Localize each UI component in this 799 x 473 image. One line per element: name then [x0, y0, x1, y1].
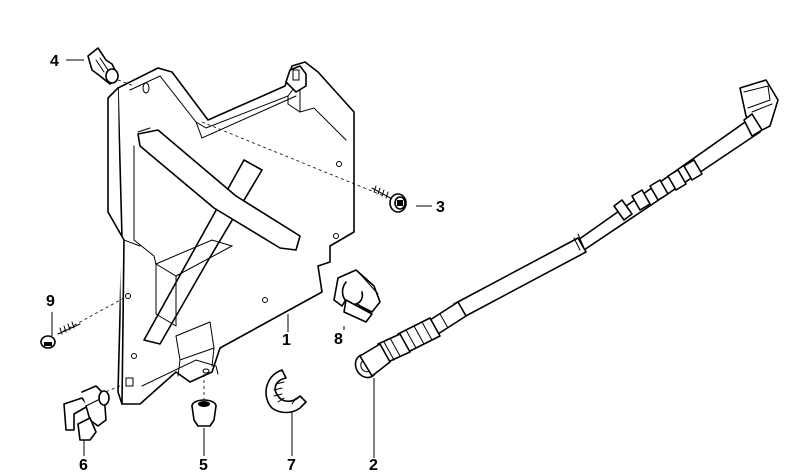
callout-6: 6 [79, 457, 88, 473]
callout-4: 4 [50, 53, 59, 70]
screw-washer-part-3[interactable] [201, 121, 407, 213]
callout-7: 7 [287, 457, 296, 473]
bracket-plate-part-1[interactable] [107, 61, 355, 405]
callout-5: 5 [199, 457, 208, 473]
clip-holder-part-6[interactable] [63, 385, 121, 441]
cable-corrugations [613, 159, 703, 221]
callout-1: 1 [282, 332, 291, 349]
callout-8: 8 [334, 331, 343, 348]
grommet-part-5[interactable] [191, 374, 217, 427]
cable-holder-part-8[interactable] [333, 269, 381, 323]
callout-2: 2 [369, 457, 378, 473]
leader-lines [51, 59, 432, 458]
screw-part-9[interactable] [40, 297, 125, 349]
callout-labels: 1 2 3 4 5 6 7 8 9 [46, 53, 445, 473]
callout-9: 9 [46, 293, 55, 310]
cable-part-2[interactable] [351, 79, 779, 381]
callout-3: 3 [436, 199, 445, 216]
expanding-rivet-part-4[interactable] [87, 47, 135, 87]
cable-clamp-part-7[interactable] [265, 369, 307, 414]
